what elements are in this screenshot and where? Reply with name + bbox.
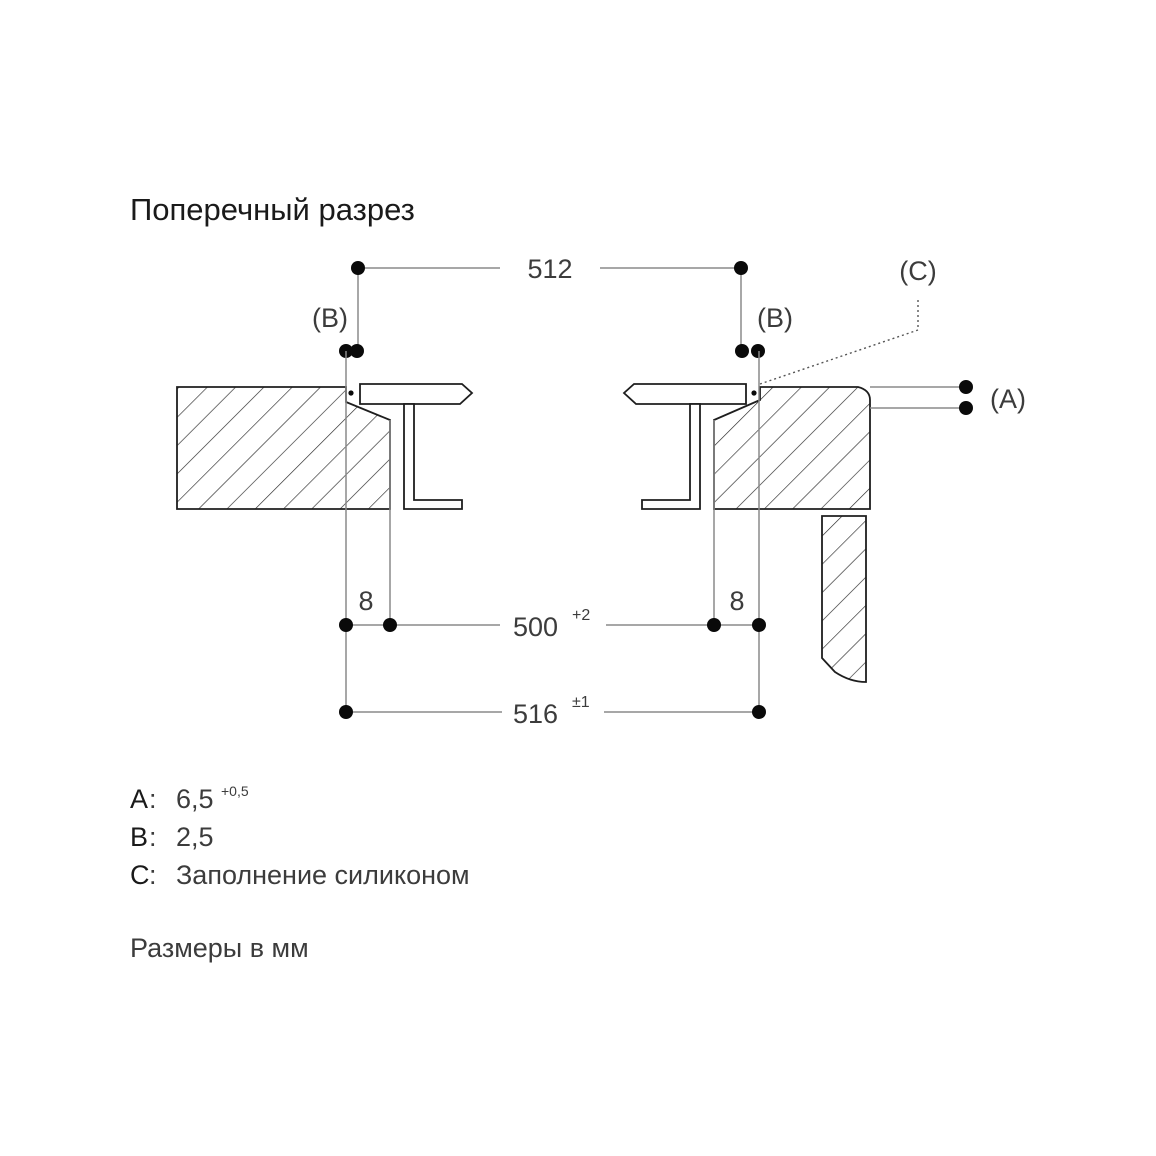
marker-b-right-label: (B) xyxy=(757,303,793,333)
legend-key-c: C xyxy=(130,860,150,890)
cabinet-side-panel xyxy=(821,515,867,683)
legend-sep-b: : xyxy=(149,822,157,852)
marker-b-left-label: (B) xyxy=(312,303,348,333)
legend-sup-a: +0,5 xyxy=(221,783,249,799)
legend-item-b: B : 2,5 xyxy=(130,822,214,852)
dimension-512: 512 xyxy=(351,254,748,350)
legend-sep-c: : xyxy=(149,860,157,890)
legend-value-a: 6,5 xyxy=(176,784,214,814)
dimension-500: 500 +2 xyxy=(339,607,766,642)
left-worktop-section xyxy=(176,386,391,510)
dimension-516: 516 ±1 xyxy=(339,694,766,729)
marker-c-label: (C) xyxy=(899,256,936,286)
right-hob-edge xyxy=(622,383,757,510)
dimension-500-tolerance: +2 xyxy=(572,607,590,624)
legend-value-c: Заполнение силиконом xyxy=(176,860,470,890)
marker-a-label: (A) xyxy=(990,384,1026,414)
marker-b-right: (B) xyxy=(735,303,793,358)
legend-key-b: B xyxy=(130,822,148,852)
units-note: Размеры в мм xyxy=(130,933,309,963)
dimension-a: (A) xyxy=(870,380,1026,415)
legend-value-b: 2,5 xyxy=(176,822,214,852)
marker-b-left: (B) xyxy=(312,303,364,358)
legend-item-a: A : 6,5 +0,5 xyxy=(130,783,249,814)
legend-key-a: A xyxy=(130,784,148,814)
left-hob-edge xyxy=(348,383,474,510)
edge-gap-left-label: 8 xyxy=(358,586,373,616)
legend-sep-a: : xyxy=(149,784,157,814)
legend: A : 6,5 +0,5 B : 2,5 C : Заполнение сили… xyxy=(130,783,470,890)
dimension-500-label: 500 xyxy=(513,612,558,642)
right-worktop-section xyxy=(713,386,871,510)
extension-lines xyxy=(345,351,760,712)
dimension-516-tolerance: ±1 xyxy=(572,694,590,711)
edge-gap-right-label: 8 xyxy=(729,586,744,616)
diagram-title: Поперечный разрез xyxy=(130,192,415,227)
legend-item-c: C : Заполнение силиконом xyxy=(130,860,470,890)
marker-c: (C) xyxy=(759,256,937,385)
dimension-512-label: 512 xyxy=(527,254,572,284)
dimension-516-label: 516 xyxy=(513,699,558,729)
